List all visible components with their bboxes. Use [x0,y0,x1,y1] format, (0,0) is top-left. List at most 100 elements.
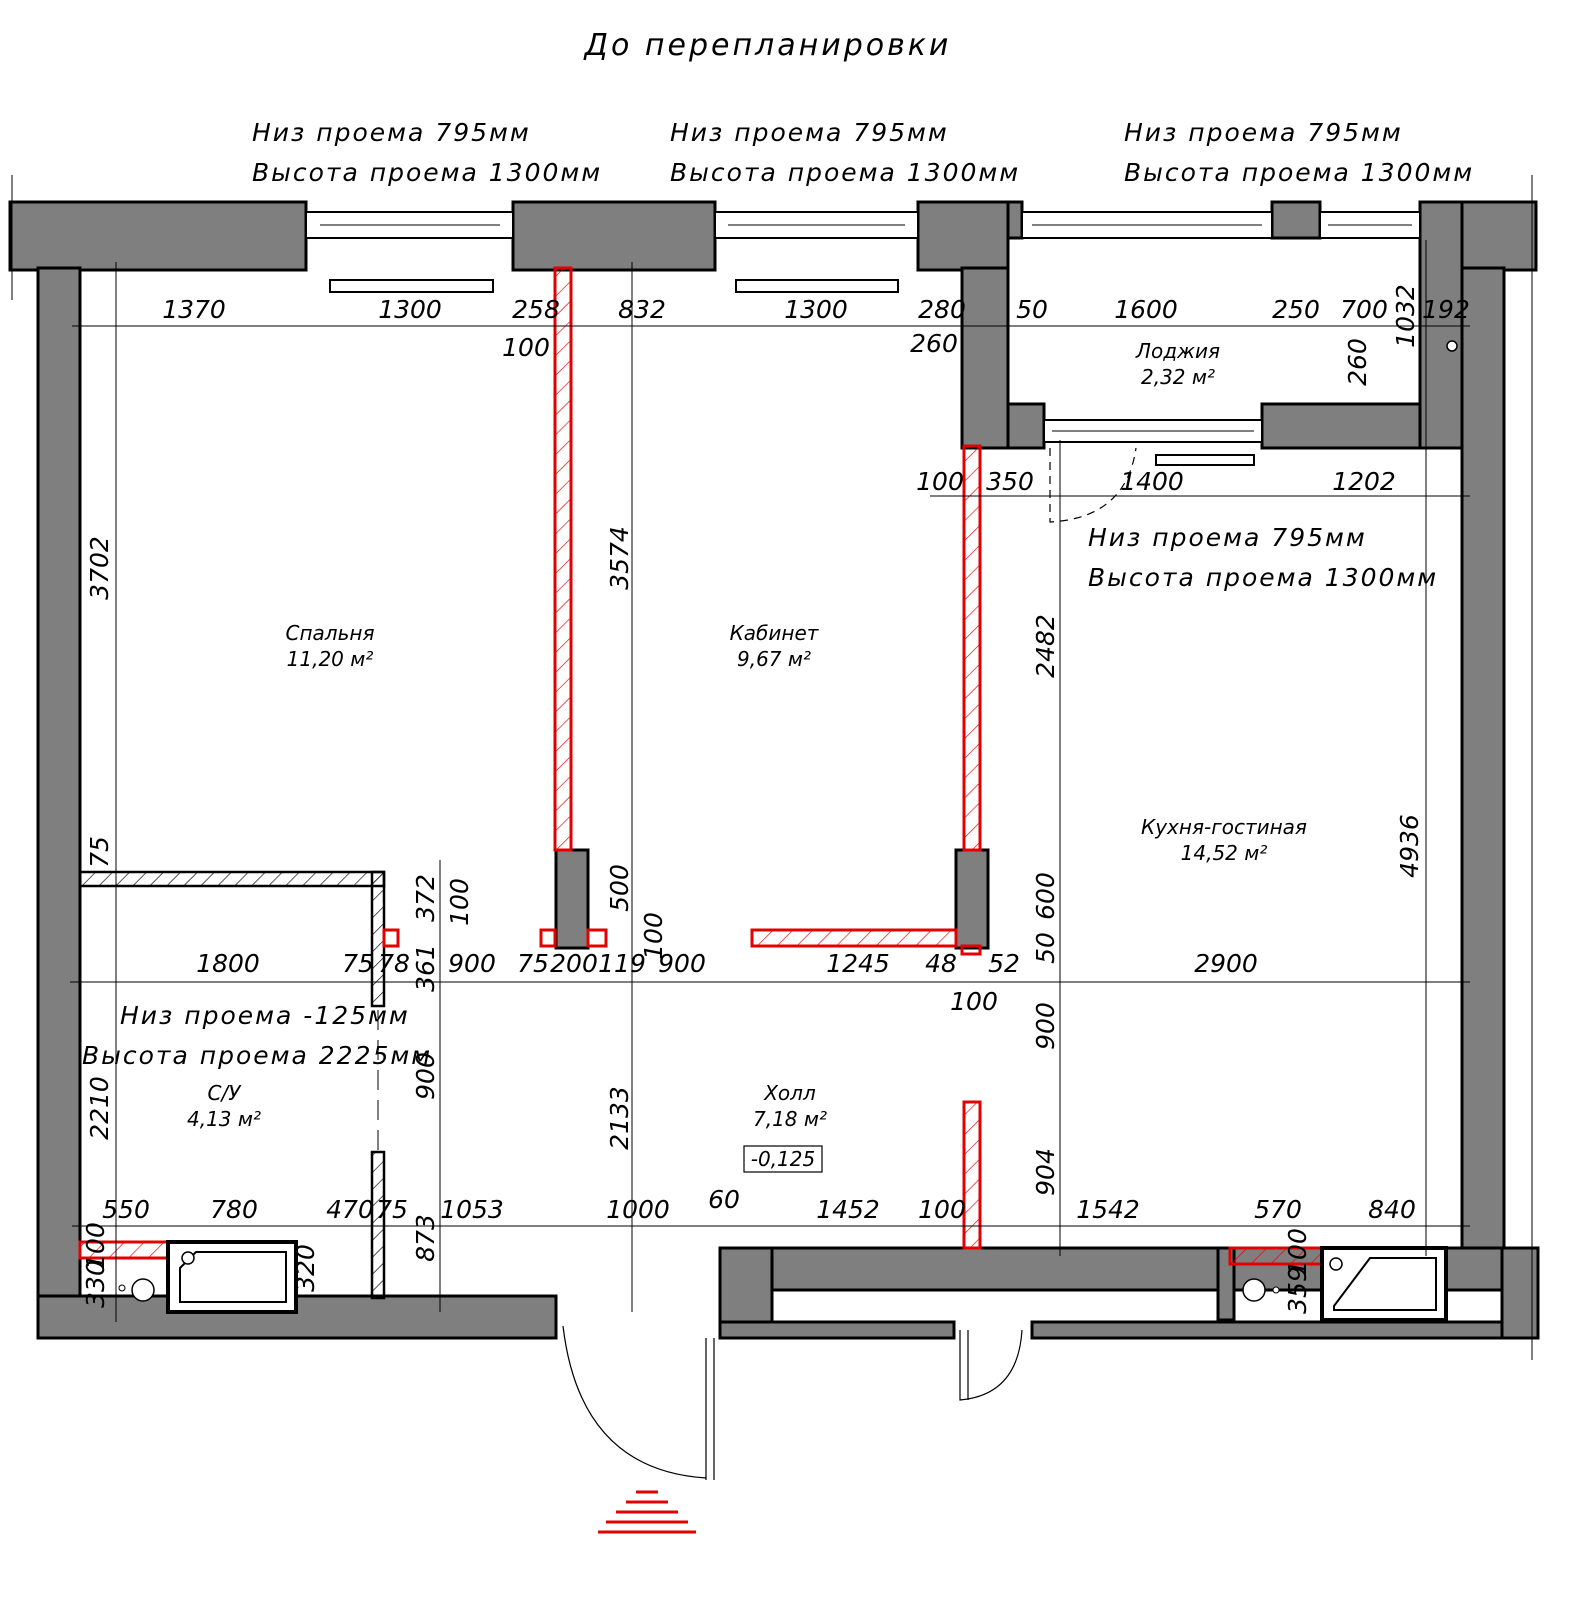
dim-value: 1542 [1076,1195,1140,1224]
window-note-height: Высота проема 1300мм [1124,158,1474,187]
dim-value: 100 [502,333,550,362]
window-notes: Низ проема 795мм Высота проема 1300мм Ни… [82,118,1474,1070]
dim-value: 900 [448,949,496,978]
fixtures [118,340,1458,1322]
dim-value: 350 [986,467,1034,496]
dim-value: 570 [1254,1195,1302,1224]
dim-value: 1600 [1114,295,1178,324]
dim-value: 1400 [1120,467,1184,496]
dim-value: 1300 [784,295,848,324]
dim-value: 100 [950,987,998,1016]
dim-value: 2900 [1194,949,1258,978]
dim-value: 2210 [85,1076,114,1140]
dim-value: 372 [411,874,440,922]
dim-value: 1000 [606,1195,670,1224]
dim-value: 100 [918,1195,966,1224]
dim-value: 361 [411,944,440,992]
room-area: 4,13 м² [187,1107,261,1131]
dim-value: 1800 [196,949,260,978]
dim-value: 550 [102,1195,150,1224]
level-mark: -0,125 [751,1147,815,1171]
dim-value: 900 [411,1052,440,1100]
dim-value: 258 [512,295,560,324]
dim-value: 50 [1016,295,1048,324]
dim-value: 200 [550,949,598,978]
room-labels: Спальня 11,20 м² Кабинет 9,67 м² Лоджия … [187,339,1307,1173]
dimension-lines [11,175,1533,1360]
demolished-partitions [78,266,1324,1266]
dim-value: 260 [910,329,958,358]
dim-value: 1245 [826,949,890,978]
dim-value: 1452 [816,1195,880,1224]
plan-title: До перепланировки [583,28,952,63]
dim-value: 320 [291,1244,320,1292]
window-note-bottom: Низ проема 795мм [670,118,949,147]
room-name: Холл [763,1081,816,1105]
dim-value: 700 [1340,295,1388,324]
dim-value: 900 [1031,1002,1060,1050]
room-area: 2,32 м² [1141,365,1215,389]
dim-value: 1053 [440,1195,504,1224]
dim-value: 600 [1031,872,1060,920]
dim-value: 3702 [85,536,114,600]
dim-value: 60 [708,1185,740,1214]
room-name: Кабинет [730,621,820,645]
dim-value: 4936 [1395,814,1424,878]
room-name: Спальня [286,621,375,645]
room-area: 7,18 м² [753,1107,827,1131]
window-note-bottom: Низ проема 795мм [252,118,531,147]
room-name: С/У [208,1081,243,1105]
dim-value: 330 [81,1260,110,1308]
dim-value: 75 [342,949,374,978]
window-note-height: Высота проема 1300мм [1088,563,1438,592]
dim-value: 280 [918,295,966,324]
dim-value: 1032 [1391,284,1420,348]
dim-value: 2133 [605,1086,634,1150]
dim-value: 119 [598,949,646,978]
dim-value: 260 [1343,338,1372,386]
dim-value: 100 [1283,1228,1312,1276]
door-note-height: Высота проема 2225мм [82,1041,432,1070]
dimension-values: 1370 1300 258 832 1300 280 50 1600 250 7… [81,284,1470,1314]
dim-value: 840 [1368,1195,1416,1224]
dim-value: 100 [916,467,964,496]
window-note-height: Высота проема 1300мм [252,158,602,187]
dim-value: 3574 [605,526,634,590]
windows [305,211,1421,466]
window-note-bottom: Низ проема 795мм [1088,523,1367,552]
room-area: 11,20 м² [287,647,374,671]
dim-value: 78 [378,949,410,978]
dim-value: 500 [605,864,634,912]
bathroom-walls [78,870,386,1300]
door-note-bottom: Низ проема -125мм [120,1001,410,1030]
dim-value: 832 [618,295,666,324]
dim-value: 900 [658,949,706,978]
room-name: Кухня-гостиная [1141,815,1307,839]
dim-value: 1202 [1332,467,1396,496]
dim-value: 75 [376,1195,408,1224]
dim-value: 250 [1272,295,1320,324]
dim-value: 470 [326,1195,374,1224]
dim-value: 50 [1031,932,1060,964]
dim-value: 48 [925,949,957,978]
dim-value: 100 [81,1222,110,1270]
window-note-bottom: Низ проема 795мм [1124,118,1403,147]
dim-value: 359 [1283,1266,1312,1314]
dim-value: 904 [1031,1148,1060,1196]
exterior-walls [8,200,1540,1340]
dim-value: 873 [411,1214,440,1262]
dim-value: 52 [988,949,1020,978]
room-name: Лоджия [1135,339,1220,363]
window-note-height: Высота проема 1300мм [670,158,1020,187]
dim-value: 75 [517,949,549,978]
room-area: 9,67 м² [737,647,811,671]
room-area: 14,52 м² [1181,841,1268,865]
dim-value: 100 [445,878,474,926]
dim-value: 1370 [162,295,226,324]
dim-value: 780 [210,1195,258,1224]
dim-value: 192 [1422,295,1470,324]
doors [562,447,1137,1534]
dim-value: 2482 [1031,614,1060,678]
dim-value: 1300 [378,295,442,324]
